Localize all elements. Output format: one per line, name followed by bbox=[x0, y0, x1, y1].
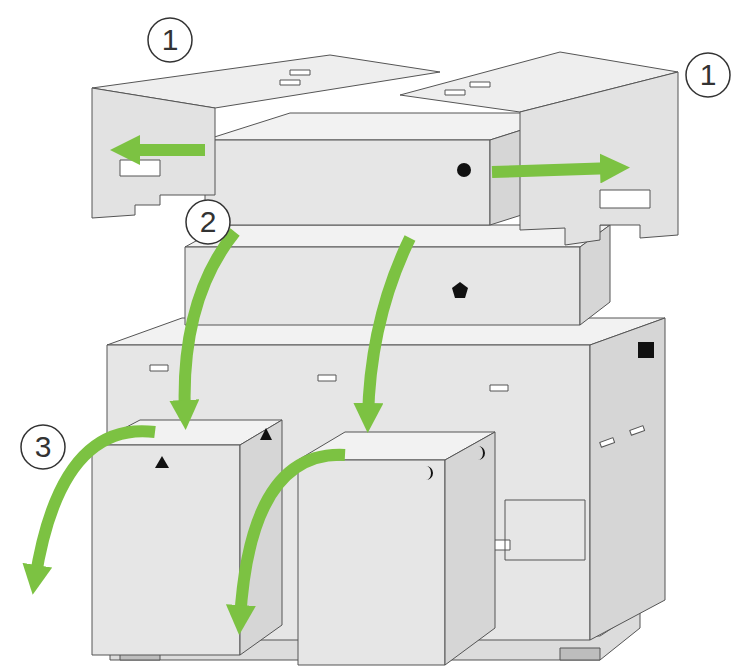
motion-arrows bbox=[35, 150, 615, 620]
box-side bbox=[445, 432, 495, 665]
callout-number: 1 bbox=[686, 53, 730, 97]
motion-arrow bbox=[492, 168, 615, 172]
callout-number: 1 bbox=[148, 18, 192, 62]
pallet-block bbox=[560, 648, 600, 660]
crate-panel bbox=[505, 500, 585, 560]
callout-number: 3 bbox=[21, 425, 65, 469]
callout-number: 2 bbox=[186, 200, 230, 244]
handle-slot bbox=[490, 385, 508, 391]
right-cover bbox=[400, 52, 678, 245]
cover-slot bbox=[470, 82, 490, 87]
triangle-symbol bbox=[260, 428, 272, 440]
moon-box bbox=[298, 432, 495, 665]
callout-circle bbox=[21, 425, 65, 469]
handle-slot bbox=[600, 438, 615, 447]
moon-symbol bbox=[426, 466, 433, 480]
dot-symbol bbox=[457, 163, 471, 177]
square-symbol bbox=[638, 342, 654, 358]
cover-flap bbox=[92, 88, 215, 218]
callout-circles bbox=[21, 18, 730, 469]
triangle-symbol bbox=[155, 456, 169, 468]
handle-slot bbox=[630, 426, 645, 435]
crate-side bbox=[590, 318, 665, 640]
box-front bbox=[298, 460, 445, 665]
handle-slot bbox=[318, 375, 336, 381]
motion-arrow bbox=[368, 238, 410, 418]
callout-circle bbox=[186, 200, 230, 244]
box-front bbox=[205, 140, 490, 225]
box-front bbox=[92, 445, 240, 655]
cover-handle bbox=[600, 190, 650, 208]
callout-circle bbox=[148, 18, 192, 62]
cover-slot bbox=[445, 90, 465, 95]
cover-slot bbox=[290, 70, 310, 75]
cover-slot bbox=[280, 80, 300, 85]
cover-handle bbox=[120, 160, 160, 176]
motion-arrow bbox=[240, 455, 345, 620]
motion-arrow bbox=[185, 232, 235, 415]
handle-slot bbox=[150, 365, 168, 371]
left-cover bbox=[92, 55, 440, 218]
motion-arrow bbox=[125, 144, 205, 156]
moon-symbol bbox=[478, 446, 485, 460]
pentagon-symbol bbox=[452, 282, 468, 298]
callout-circle bbox=[686, 53, 730, 97]
cover-flap bbox=[520, 72, 678, 245]
